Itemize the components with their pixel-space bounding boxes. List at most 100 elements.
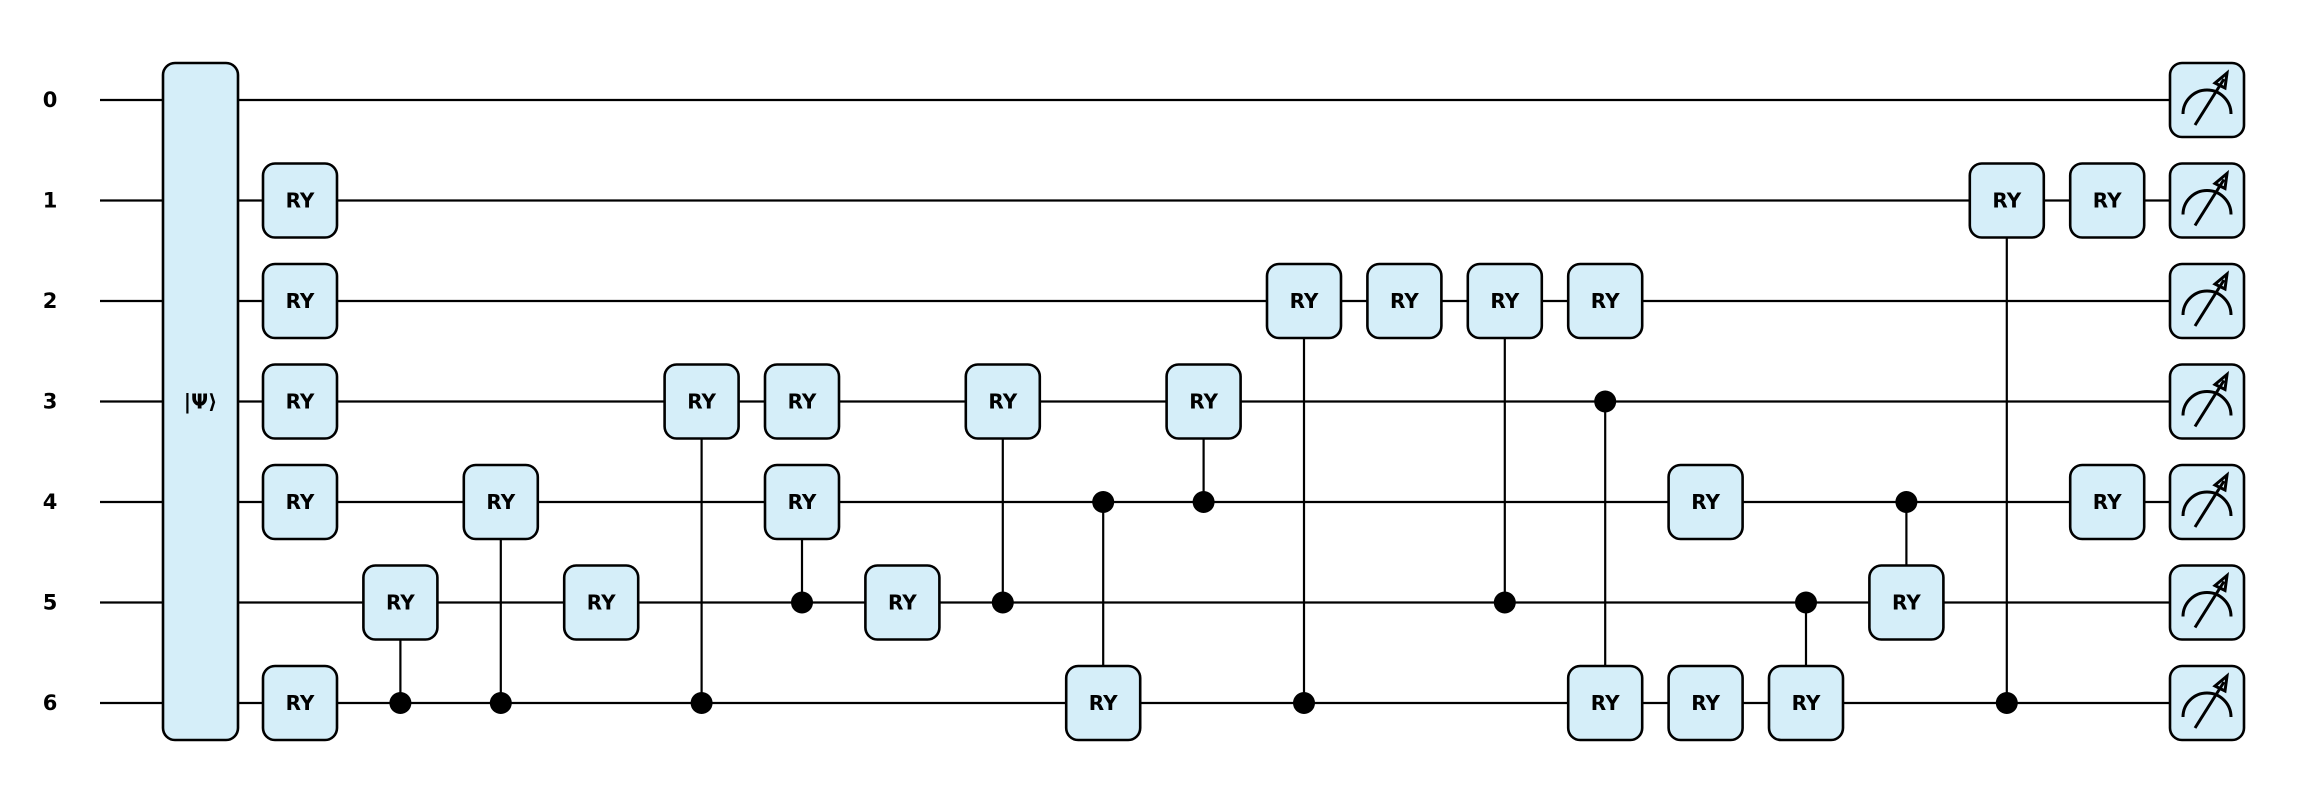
- gate-label: RY: [386, 591, 415, 615]
- measurement-box: [2168, 564, 2246, 641]
- gate-box: [964, 363, 1042, 440]
- ry-gate: RY: [2068, 162, 2146, 239]
- meter-arc: [2181, 691, 2233, 718]
- gate-label: RY: [1992, 189, 2021, 213]
- meter-arrowhead: [2212, 69, 2229, 91]
- control-dot: [690, 692, 713, 714]
- meter-arc: [2181, 189, 2233, 215]
- ry-gate: RY: [462, 463, 540, 541]
- ry-gate: RY: [261, 262, 339, 340]
- measurement-box: [2168, 61, 2246, 139]
- ry-gate: RY: [1667, 463, 1744, 541]
- meter-arc: [2181, 289, 2233, 316]
- wire-label-0: 0: [43, 88, 58, 112]
- wire-label-4: 4: [43, 490, 58, 514]
- gate-box: [1566, 664, 1644, 742]
- control-connections: [389, 200, 2018, 714]
- meter-arrowhead: [2212, 169, 2229, 191]
- measurement-meter-icon: [2168, 463, 2246, 541]
- measurement-box: [2168, 162, 2246, 239]
- gate-box: [1868, 564, 1945, 641]
- ry-gate: RY: [864, 564, 941, 641]
- gate-label: RY: [1490, 289, 1519, 313]
- gate-box: [1968, 162, 2046, 239]
- control-dot: [1293, 692, 1315, 714]
- control-dot: [489, 692, 512, 714]
- gate-label: RY: [286, 289, 315, 313]
- gate-box: [1466, 262, 1544, 340]
- control-dot: [1895, 491, 1918, 513]
- gate-label: RY: [687, 390, 716, 414]
- wire-label-6: 6: [43, 691, 58, 715]
- ry-gate: RY: [1968, 162, 2046, 239]
- gate-label: RY: [1591, 691, 1620, 715]
- gate-label: RY: [286, 189, 315, 213]
- measurement-box: [2168, 463, 2246, 541]
- gate-label: RY: [1691, 691, 1720, 715]
- meter-arc: [2181, 591, 2233, 617]
- control-dot: [1092, 491, 1115, 513]
- gate-label: RY: [1892, 591, 1921, 615]
- measurements: [2168, 61, 2246, 742]
- control-dot: [1493, 591, 1516, 614]
- ry-gate: RY: [663, 363, 740, 440]
- gate-label: RY: [2093, 490, 2122, 514]
- control-dot: [1594, 390, 1617, 413]
- meter-arc: [2181, 88, 2233, 115]
- gate-box: [1165, 363, 1242, 440]
- gate-box: [2068, 162, 2146, 239]
- meter-arrowhead: [2212, 270, 2229, 292]
- gate-label: RY: [1290, 289, 1319, 313]
- gate-label: RY: [286, 390, 315, 414]
- meter-arrowhead: [2212, 370, 2229, 392]
- gate-label: RY: [788, 390, 817, 414]
- measurement-meter-icon: [2168, 262, 2246, 340]
- gate-box: [261, 162, 339, 239]
- gate-box: [1366, 262, 1443, 340]
- gate-label: RY: [1189, 390, 1218, 414]
- gate-box: [1667, 463, 1744, 541]
- meter-arrowhead: [2212, 571, 2229, 593]
- state-prep-label: |Ψ⟩: [184, 390, 217, 414]
- ry-gate: RY: [1064, 664, 1142, 742]
- gate-label: RY: [486, 490, 515, 514]
- control-dot: [389, 692, 412, 714]
- gate-label: RY: [1691, 490, 1720, 514]
- ry-gate: RY: [1868, 564, 1945, 641]
- gate-box: [2068, 463, 2146, 541]
- ry-gate: RY: [2068, 463, 2146, 541]
- gate-box: [462, 463, 540, 541]
- ry-gate: RY: [362, 564, 439, 641]
- control-dot: [791, 591, 813, 614]
- measurement-meter-icon: [2168, 61, 2246, 139]
- meter-arrowhead: [2212, 471, 2229, 493]
- gate-label: RY: [1089, 691, 1118, 715]
- ry-gate: RY: [261, 162, 339, 239]
- ry-gate: RY: [763, 463, 841, 541]
- gate-box: [261, 463, 339, 541]
- gate-box: [1064, 664, 1142, 742]
- wire-label-3: 3: [43, 390, 58, 414]
- ry-gate: RY: [1466, 262, 1544, 340]
- measurement-box: [2168, 262, 2246, 340]
- meter-arrowhead: [2212, 672, 2229, 694]
- ry-gate: RY: [1667, 664, 1744, 742]
- wire-label-2: 2: [43, 289, 58, 313]
- ry-gate: RY: [1566, 262, 1644, 340]
- gate-label: RY: [286, 490, 315, 514]
- gate-label: RY: [587, 591, 616, 615]
- measurement-meter-icon: [2168, 363, 2246, 440]
- gate-label: RY: [788, 490, 817, 514]
- gate-label: RY: [2093, 189, 2122, 213]
- gate-label: RY: [1591, 289, 1620, 313]
- control-dot: [1192, 491, 1215, 513]
- gate-box: [562, 564, 640, 641]
- ry-gate: RY: [1265, 262, 1343, 340]
- gate-box: [261, 262, 339, 340]
- ry-gate: RY: [1165, 363, 1242, 440]
- ry-gate: RY: [964, 363, 1042, 440]
- gate-box: [261, 363, 339, 440]
- measurement-box: [2168, 363, 2246, 440]
